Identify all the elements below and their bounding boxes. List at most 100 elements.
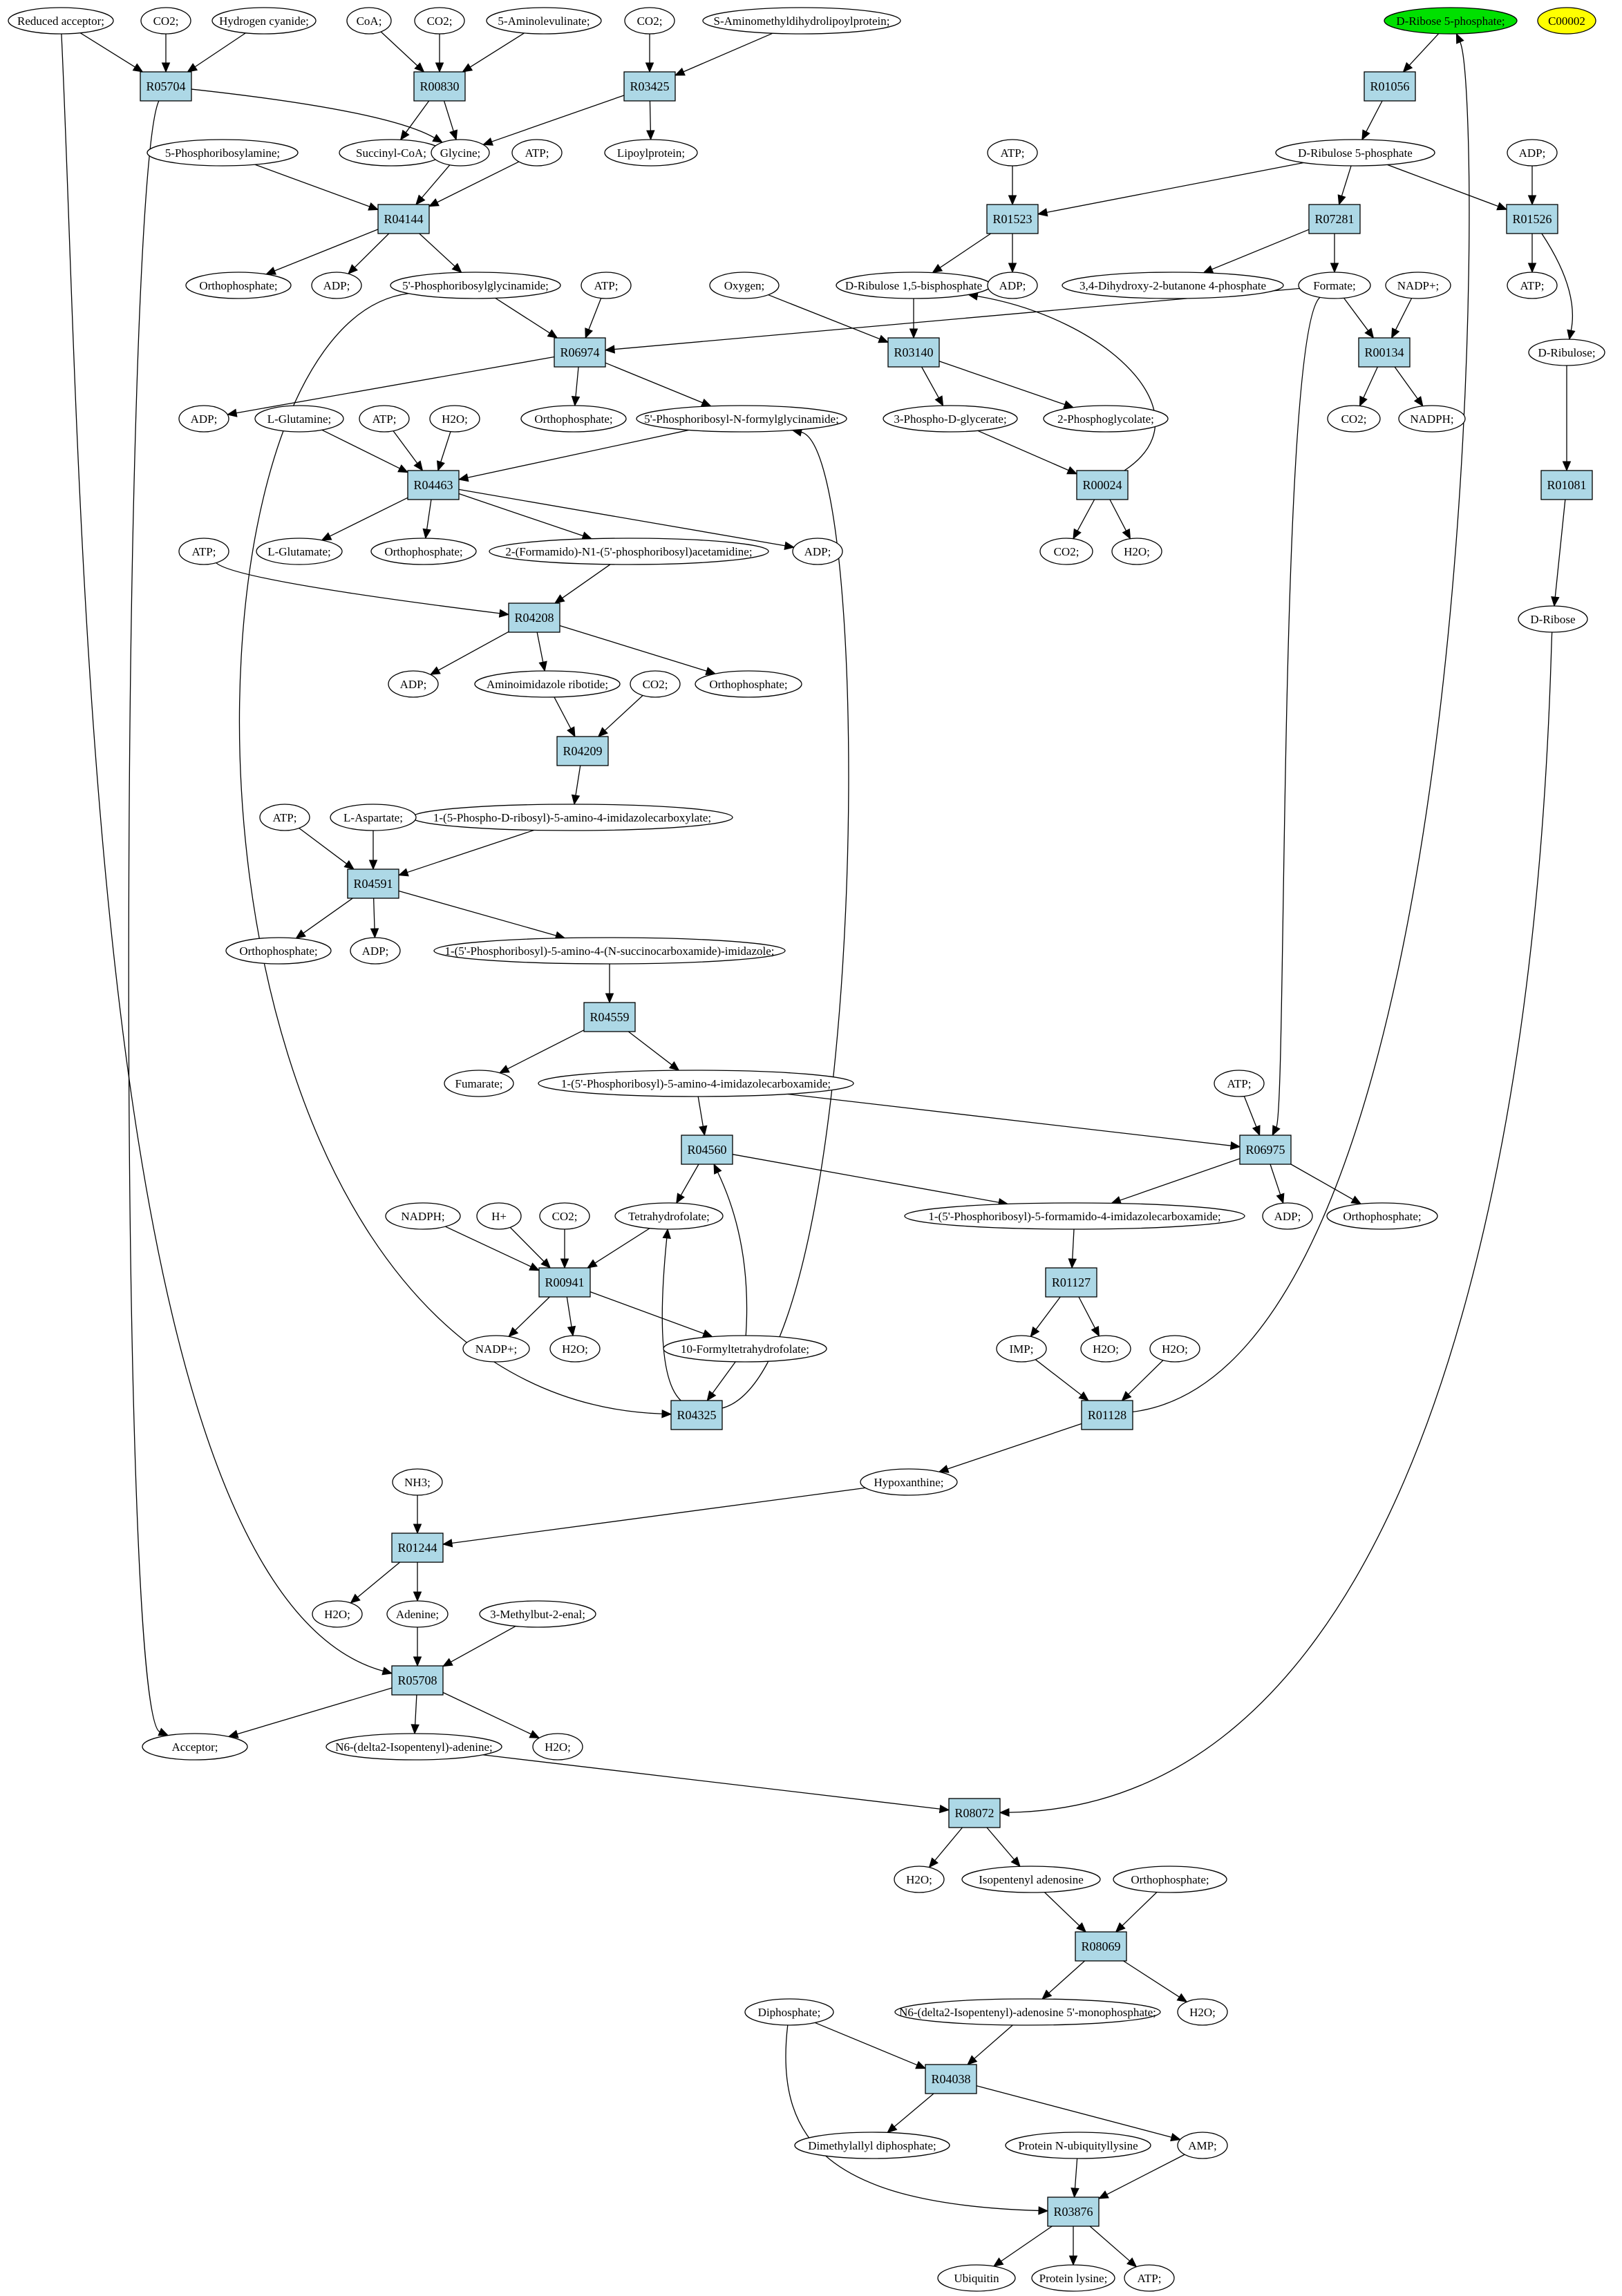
compound-node[interactable]: NADPH; (385, 1202, 461, 1230)
compound-node[interactable]: Protein lysine; (1031, 2264, 1115, 2292)
compound-node[interactable]: 1-(5'-Phosphoribosyl)-5-amino-4-imidazol… (538, 1070, 854, 1097)
reaction-node[interactable]: R04144 (377, 204, 430, 234)
compound-node[interactable]: ADP; (792, 538, 843, 565)
reaction-node[interactable]: R00830 (413, 71, 466, 102)
compound-node[interactable]: H2O; (312, 1600, 363, 1628)
compound-node[interactable]: ATP; (987, 139, 1038, 167)
compound-node[interactable]: Orthophosphate; (370, 538, 477, 565)
reaction-node[interactable]: R06975 (1239, 1135, 1292, 1165)
compound-node[interactable]: 5'-Phosphoribosylglycinamide; (390, 272, 561, 299)
compound-node[interactable]: CO2; (630, 670, 681, 698)
compound-node[interactable]: H2O; (1177, 1998, 1228, 2026)
reaction-node[interactable]: R01244 (391, 1533, 444, 1563)
reaction-node[interactable]: R01128 (1081, 1400, 1133, 1430)
reaction-node[interactable]: R04325 (670, 1400, 723, 1430)
compound-node[interactable]: ADP; (987, 272, 1038, 299)
compound-node[interactable]: 3-Phospho-D-glycerate; (883, 405, 1018, 433)
compound-node[interactable]: ADP; (1262, 1202, 1313, 1230)
reaction-node[interactable]: R04463 (407, 470, 460, 500)
compound-node[interactable]: S-Aminomethyldihydrolipoylprotein; (702, 7, 901, 35)
compound-node[interactable]: CO2; (414, 7, 465, 35)
compound-node[interactable]: 3-Methylbut-2-enal; (479, 1600, 596, 1628)
compound-node[interactable]: Hydrogen cyanide; (211, 7, 317, 35)
compound-node[interactable]: ADP; (178, 405, 229, 433)
reaction-node[interactable]: R08072 (948, 1798, 1001, 1828)
compound-node[interactable]: CO2; (539, 1202, 590, 1230)
compound-node[interactable]: D-Ribulose; (1528, 339, 1605, 366)
reaction-node[interactable]: R04209 (556, 736, 609, 766)
compound-node[interactable]: NADP+; (1385, 272, 1451, 299)
compound-node[interactable]: CO2; (1327, 405, 1381, 433)
reaction-node[interactable]: R03876 (1047, 2197, 1100, 2227)
compound-node[interactable]: 5'-Phosphoribosyl-N-formylglycinamide; (636, 405, 847, 433)
reaction-node[interactable]: R04208 (508, 603, 560, 633)
compound-node[interactable]: ATP; (359, 405, 410, 433)
compound-node[interactable]: Orthophosphate; (695, 670, 802, 698)
reaction-node[interactable]: R01523 (986, 204, 1039, 234)
reaction-node[interactable]: R08069 (1075, 1931, 1127, 1962)
reaction-node[interactable]: R03425 (623, 71, 676, 102)
compound-node[interactable]: ATP; (1124, 2264, 1175, 2292)
compound-node[interactable]: 1-(5'-Phosphoribosyl)-5-amino-4-(N-succi… (433, 937, 786, 965)
compound-node[interactable]: Orthophosphate; (225, 937, 332, 965)
compound-node[interactable]: Adenine; (386, 1600, 449, 1628)
compound-node[interactable]: CO2; (1039, 538, 1093, 565)
compound-node[interactable]: Protein N-ubiquityllysine (1005, 2132, 1151, 2159)
compound-node[interactable]: Lipoylprotein; (604, 139, 698, 167)
compound-node[interactable]: Orthophosphate; (520, 405, 627, 433)
compound-node[interactable]: D-Ribulose 5-phosphate (1275, 139, 1435, 167)
compound-node[interactable]: N6-(delta2-Isopentenyl)-adenosine 5'-mon… (894, 1998, 1161, 2026)
compound-node[interactable]: ATP; (178, 538, 229, 565)
compound-node[interactable]: Orthophosphate; (1113, 1866, 1227, 1893)
compound-node[interactable]: H2O; (1111, 538, 1162, 565)
compound-node[interactable]: Fumarate; (444, 1070, 514, 1097)
compound-node[interactable]: H2O; (894, 1866, 945, 1893)
reaction-node[interactable]: R06974 (554, 337, 606, 368)
compound-node[interactable]: 5-Aminolevulinate; (486, 7, 602, 35)
compound-node[interactable]: Tetrahydrofolate; (614, 1202, 724, 1230)
compound-node[interactable]: Succinyl-CoA; (339, 139, 444, 167)
reaction-node[interactable]: R04559 (583, 1002, 636, 1032)
compound-node[interactable]: H2O; (1080, 1335, 1131, 1363)
reaction-node[interactable]: R03140 (887, 337, 940, 368)
compound-node[interactable]: C00002 (1537, 7, 1596, 35)
compound-node[interactable]: H2O; (1149, 1335, 1200, 1363)
compound-node[interactable]: Formate; (1298, 272, 1371, 299)
compound-node[interactable]: Acceptor; (142, 1733, 248, 1761)
compound-node[interactable]: Aminoimidazole ribotide; (474, 670, 621, 698)
reaction-node[interactable]: R00941 (538, 1267, 591, 1298)
compound-node[interactable]: CO2; (140, 7, 191, 35)
compound-node[interactable]: D-Ribulose 1,5-bisphosphate (836, 272, 992, 299)
compound-node[interactable]: ATP; (1214, 1070, 1265, 1097)
compound-node[interactable]: L-Glutamine; (254, 405, 344, 433)
compound-node[interactable]: Reduced acceptor; (8, 7, 114, 35)
reaction-node[interactable]: R00024 (1076, 470, 1129, 500)
compound-node[interactable]: ADP; (350, 937, 401, 965)
reaction-node[interactable]: R01081 (1540, 470, 1593, 500)
reaction-node[interactable]: R00134 (1358, 337, 1411, 368)
compound-node[interactable]: 2-Phosphoglycolate; (1043, 405, 1169, 433)
compound-node[interactable]: N6-(delta2-Isopentenyl)-adenine; (326, 1733, 502, 1761)
compound-node[interactable]: 1-(5'-Phosphoribosyl)-5-formamido-4-imid… (904, 1202, 1245, 1230)
compound-node[interactable]: ATP; (1507, 272, 1558, 299)
compound-node[interactable]: 5-Phosphoribosylamine; (147, 139, 299, 167)
compound-node[interactable]: 2-(Formamido)-N1-(5'-phosphoribosyl)acet… (489, 538, 769, 565)
compound-node[interactable]: AMP; (1177, 2132, 1228, 2159)
reaction-node[interactable]: R05704 (140, 71, 192, 102)
reaction-node[interactable]: R04038 (925, 2064, 977, 2094)
compound-node[interactable]: NADPH; (1398, 405, 1466, 433)
compound-node[interactable]: Hypoxanthine; (860, 1468, 958, 1496)
reaction-node[interactable]: R04591 (347, 869, 399, 899)
compound-node[interactable]: H2O; (549, 1335, 601, 1363)
reaction-node[interactable]: R01127 (1045, 1267, 1097, 1298)
compound-node[interactable]: Diphosphate; (744, 1998, 834, 2026)
reaction-node[interactable]: R04560 (681, 1135, 733, 1165)
compound-node[interactable]: Orthophosphate; (185, 272, 292, 299)
compound-node[interactable]: 1-(5-Phospho-D-ribosyl)-5-amino-4-imidaz… (411, 804, 733, 831)
reaction-node[interactable]: R05708 (391, 1665, 444, 1696)
compound-node[interactable]: 3,4-Dihydroxy-2-butanone 4-phosphate (1062, 272, 1284, 299)
reaction-node[interactable]: R01526 (1506, 204, 1558, 234)
compound-node[interactable]: ADP; (1507, 139, 1558, 167)
compound-node[interactable]: CO2; (624, 7, 675, 35)
compound-node[interactable]: 10-Formyltetrahydrofolate; (663, 1335, 827, 1363)
